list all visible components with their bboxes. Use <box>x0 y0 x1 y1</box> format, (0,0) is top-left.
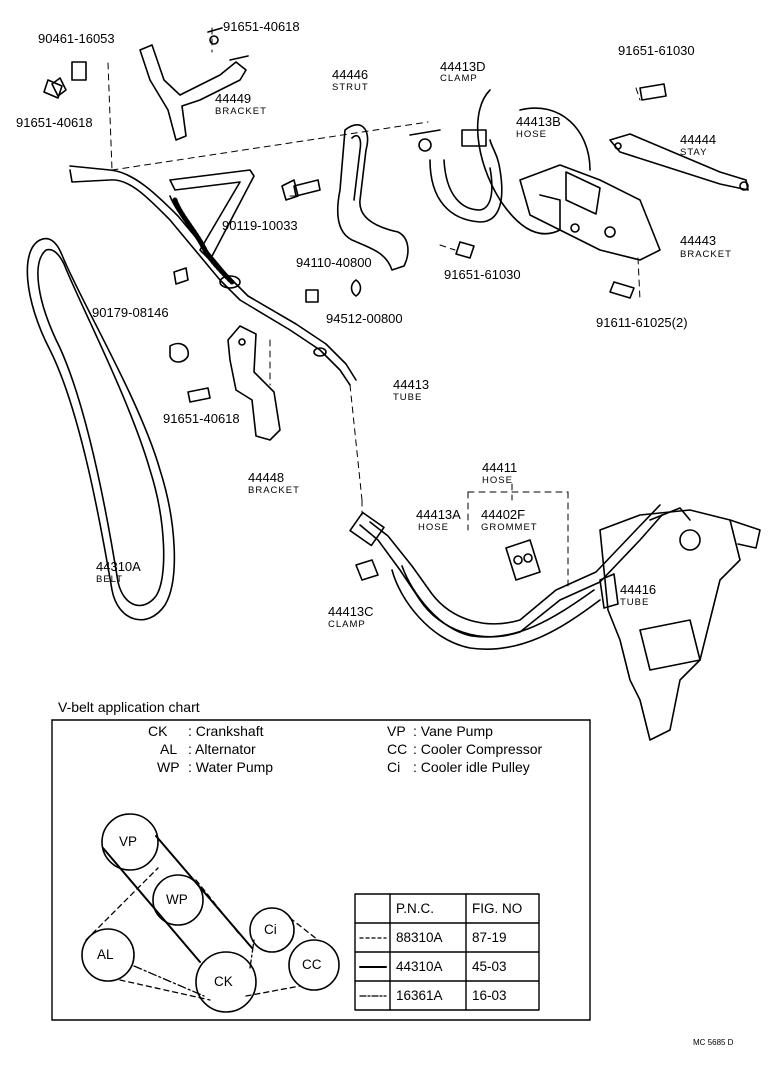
pulley-label-al: AL <box>97 947 114 962</box>
legend-name-al: : Alternator <box>188 741 256 757</box>
part-number-44310A: 44310A <box>96 559 141 574</box>
legend-code-al: AL <box>160 741 178 757</box>
drawing-code: MC 5685 D <box>693 1038 734 1047</box>
pulley-al <box>81 928 135 982</box>
table-header-fig: FIG. NO <box>472 901 523 916</box>
part-number-91611-61025: 91611-61025(2) <box>596 315 688 330</box>
part-desc-44448: BRACKET <box>248 485 300 496</box>
hose-assembly-lower <box>349 504 691 650</box>
part-number-90119-10033: 90119-10033 <box>222 218 298 233</box>
vane-pump-bracket-44443 <box>476 89 661 261</box>
part-number-44413D: 44413D <box>440 59 486 74</box>
belt-44310A <box>26 237 176 621</box>
pulley-label-cc: CC <box>302 957 322 972</box>
table-row-pnc: 16361A <box>396 988 443 1003</box>
part-number-90461-16053: 90461-16053 <box>38 31 115 46</box>
part-number-44413A: 44413A <box>416 507 461 522</box>
part-number-44413: 44413 <box>393 377 430 392</box>
pulley-ci <box>249 907 295 953</box>
part-desc-44443: BRACKET <box>680 249 732 260</box>
chart-pulleys <box>81 813 340 1013</box>
bracket-44448 <box>227 325 281 441</box>
pulley-vp <box>101 813 159 871</box>
bracket-44449 <box>139 27 249 141</box>
part-number-44444: 44444 <box>680 132 717 147</box>
part-number-44402F: 44402F <box>481 507 526 522</box>
part-desc-44413C: CLAMP <box>328 619 366 630</box>
part-number-44411: 44411 <box>482 460 518 475</box>
pulley-label-ci: Ci <box>264 922 277 937</box>
table-row-fig: 45-03 <box>472 959 507 974</box>
part-number-44413C: 44413C <box>328 604 374 619</box>
table-header-pnc: P.N.C. <box>396 901 435 916</box>
pulley-ck <box>195 951 257 1013</box>
legend-code-ci: Ci <box>387 759 401 775</box>
part-number-44448: 44448 <box>248 470 285 485</box>
part-number-91651-61030-mid: 91651-61030 <box>444 267 521 282</box>
pnc-table-line-samples <box>359 937 387 997</box>
reference-lines <box>107 27 641 591</box>
pulley-label-wp: WP <box>166 892 188 907</box>
part-desc-44413D: CLAMP <box>440 73 478 84</box>
pulley-label-ck: CK <box>214 974 233 989</box>
part-desc-44416: TUBE <box>620 597 650 608</box>
legend-name-vp: : Vane Pump <box>413 723 493 739</box>
legend-name-wp: : Water Pump <box>188 759 274 775</box>
part-number-94512-00800: 94512-00800 <box>326 311 403 326</box>
part-number-91651-61030-top: 91651-61030 <box>618 43 695 58</box>
pulley-wp <box>152 874 204 926</box>
part-desc-44413A: HOSE <box>418 522 449 533</box>
part-desc-44444: STAY <box>680 147 708 158</box>
table-row-fig: 87-19 <box>472 930 507 945</box>
legend-code-ck: CK <box>148 723 168 739</box>
part-number-94110-40800: 94110-40800 <box>296 255 372 270</box>
pressure-tube-upper <box>69 165 357 386</box>
legend-name-ci: : Cooler idle Pulley <box>413 759 530 775</box>
part-desc-44449: BRACKET <box>215 106 267 117</box>
part-number-91651-40618-top: 91651-40618 <box>223 19 300 34</box>
part-desc-44446: STRUT <box>332 82 369 93</box>
part-desc-44411: HOSE <box>482 475 513 486</box>
table-row-fig: 16-03 <box>472 988 507 1003</box>
pulley-cc <box>288 939 340 991</box>
chart-title: V-belt application chart <box>58 699 200 715</box>
part-desc-44402F: GROMMET <box>481 522 538 533</box>
table-row-pnc: 88310A <box>396 930 443 945</box>
pnc-table-grid <box>354 893 540 1011</box>
part-desc-44413: TUBE <box>393 392 423 403</box>
part-number-44449: 44449 <box>215 91 252 106</box>
stay-44444 <box>609 133 749 191</box>
legend-code-cc: CC <box>387 741 408 757</box>
legend-code-wp: WP <box>157 759 180 775</box>
legend-code-vp: VP <box>387 723 406 739</box>
steering-gear-box <box>599 509 761 741</box>
part-number-44443: 44443 <box>680 233 717 248</box>
legend-name-ck: : Crankshaft <box>188 723 264 739</box>
chart-belt-paths <box>85 835 319 1001</box>
part-number-90179-08146: 90179-08146 <box>92 305 169 320</box>
part-number-44446: 44446 <box>332 67 369 82</box>
bolts <box>43 79 667 403</box>
strut-44446 <box>337 124 409 271</box>
part-number-91651-40618-left: 91651-40618 <box>16 115 93 130</box>
table-row-pnc: 44310A <box>396 959 443 974</box>
chart-frame <box>51 719 591 1021</box>
part-desc-44310A: BELT <box>96 574 124 585</box>
clip-90461-16053 <box>51 61 87 97</box>
part-number-44416: 44416 <box>620 582 657 597</box>
part-desc-44413B: HOSE <box>516 129 547 140</box>
part-number-91651-40618-lower: 91651-40618 <box>163 411 240 426</box>
pulley-label-vp: VP <box>119 834 138 849</box>
part-number-44413B: 44413B <box>516 114 561 129</box>
legend-name-cc: : Cooler Compressor <box>413 741 543 757</box>
